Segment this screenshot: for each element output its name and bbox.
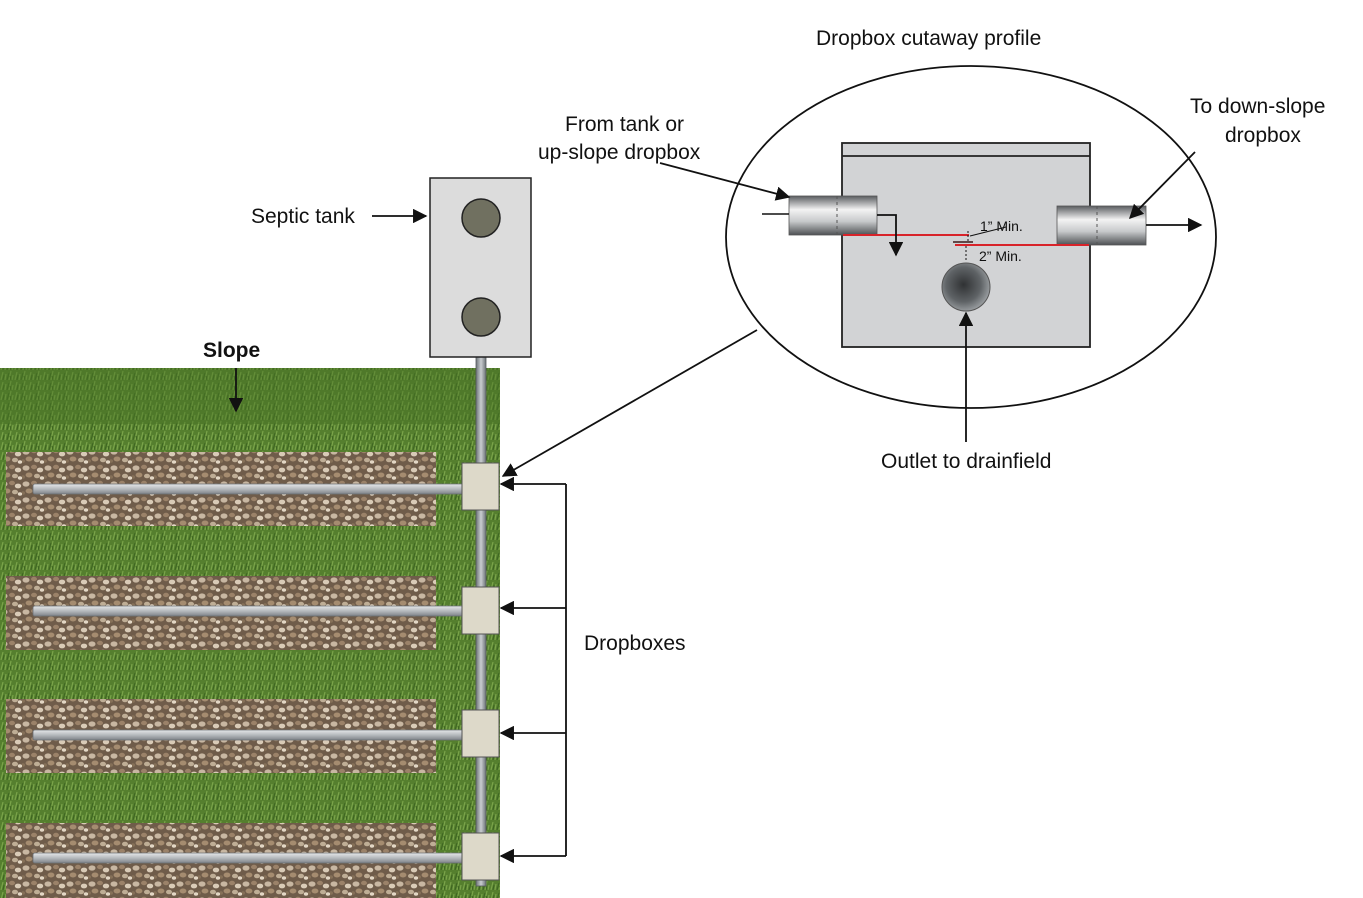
drainfield-ground bbox=[0, 355, 500, 898]
lateral-pipe-2 bbox=[32, 605, 466, 617]
outlet-pipe-downslope bbox=[1056, 205, 1147, 246]
dropbox-3 bbox=[461, 709, 500, 758]
drainfield-outlet-hole bbox=[941, 262, 991, 312]
tank-port-lower bbox=[461, 297, 501, 337]
from-tank-label-line2: up-slope dropbox bbox=[538, 141, 701, 164]
dim-2-min-label: 2” Min. bbox=[979, 248, 1022, 264]
dim-1-leader bbox=[969, 226, 1007, 237]
dropbox-2 bbox=[461, 586, 500, 635]
septic-tank bbox=[429, 177, 532, 358]
grass-top-band bbox=[0, 368, 500, 424]
lateral-pipe-1 bbox=[32, 483, 466, 495]
dim-1-min-label: 1” Min. bbox=[980, 218, 1023, 234]
cutaway-title: Dropbox cutaway profile bbox=[816, 27, 1041, 50]
inlet-pipe bbox=[788, 195, 878, 236]
from-tank-arrow bbox=[659, 162, 791, 201]
inlet-drop-arrow bbox=[877, 214, 904, 257]
tank-port-upper bbox=[461, 198, 501, 238]
dropboxes-label: Dropboxes bbox=[584, 632, 686, 655]
lateral-pipe-3 bbox=[32, 729, 466, 741]
slope-label: Slope bbox=[203, 339, 260, 362]
dropbox-1 bbox=[461, 462, 500, 511]
outlet-label: Outlet to drainfield bbox=[881, 450, 1051, 473]
to-downslope-label-line1: To down-slope bbox=[1190, 95, 1325, 118]
callout-leader-line bbox=[501, 329, 758, 477]
lateral-pipe-4 bbox=[32, 852, 466, 864]
dropbox-4 bbox=[461, 832, 500, 881]
to-downslope-arrow bbox=[1128, 151, 1196, 220]
from-tank-label-line1: From tank or bbox=[565, 113, 684, 136]
septic-tank-label: Septic tank bbox=[251, 205, 355, 228]
to-downslope-label-line2: dropbox bbox=[1225, 124, 1301, 147]
dropboxes-bracket bbox=[499, 476, 567, 864]
